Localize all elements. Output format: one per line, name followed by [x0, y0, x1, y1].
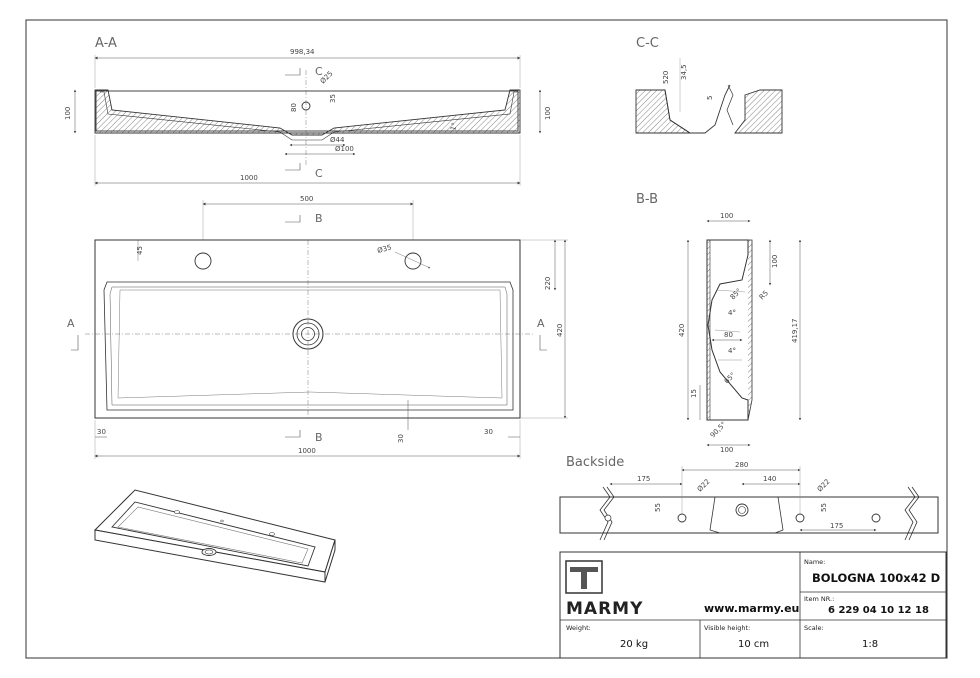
dim-back-55-left: 55	[654, 503, 662, 512]
backside-hole-right-icon	[795, 513, 805, 523]
title-block: MARMY www.marmy.eu Name: BOLOGNA 100x42 …	[559, 551, 947, 659]
dim-back-175-right: 175	[830, 522, 843, 530]
backside-hole-far-icon	[871, 513, 881, 523]
dim-plan-rim-left: 30	[97, 428, 106, 436]
weight-label: Weight:	[566, 624, 591, 632]
cut-a-left-label: A	[67, 317, 75, 330]
dim-bb-top-width: 100	[720, 212, 733, 220]
section-bb-view: B-B 100 100 419,17 420 15 80 R5 85° 4° 4…	[636, 192, 802, 454]
dim-bb-a4-bot: 4°	[728, 347, 736, 355]
name-label: Name:	[804, 558, 825, 566]
bb-profile	[706, 239, 749, 421]
section-cc-label: C-C	[636, 36, 659, 51]
item-number-label: Item NR.:	[804, 595, 834, 603]
dim-bb-a65: 65°	[723, 371, 737, 385]
plan-view: 500 B 45 Ø35 A A B 220 420	[67, 195, 568, 459]
tap-hole-right-icon	[404, 252, 422, 270]
isometric-view	[93, 489, 336, 583]
backside-outline	[559, 496, 939, 534]
marmy-logo-icon: MARMY	[565, 560, 643, 619]
dim-back-55-right: 55	[820, 503, 828, 512]
cut-b-bottom-label: B	[315, 431, 323, 444]
dim-cc-v520: 520	[662, 71, 670, 84]
dim-plan-width-420: 420	[556, 324, 564, 337]
section-aa-label: A-A	[95, 36, 117, 51]
visible-height-label: Visible height:	[704, 624, 750, 632]
dim-bb-left-420: 420	[678, 324, 686, 337]
dim-bb-a85: 85°	[729, 287, 743, 301]
scale-value: 1:8	[862, 639, 878, 650]
dim-bb-v80: 80	[724, 331, 733, 339]
section-cc-view: C-C 520 34,5 5	[635, 36, 783, 134]
section-aa-view: A-A 998,34 C C Ø25 35 80 1° Ø44 Ø100 100…	[64, 36, 552, 186]
dim-plan-hole-offset: 45	[136, 246, 144, 255]
dim-aa-overall-bottom: 1000	[240, 174, 258, 182]
item-number-value: 6 229 04 10 12 18	[828, 605, 929, 616]
dim-aa-v80: 80	[290, 103, 298, 112]
website-text: www.marmy.eu	[704, 602, 799, 615]
dim-cc-v345: 34,5	[680, 64, 688, 80]
dim-plan-hole-dia: Ø35	[376, 243, 392, 254]
dim-back-175-left: 175	[637, 475, 650, 483]
dim-aa-d100: Ø100	[335, 145, 354, 153]
tap-hole-left-icon	[194, 252, 212, 270]
sheet-frame	[25, 19, 948, 659]
dim-plan-rim-right: 30	[484, 428, 493, 436]
cut-c-bottom-label: C	[315, 167, 323, 180]
dim-plan-holes-spacing: 500	[300, 195, 313, 203]
dim-aa-overall-top: 998,34	[290, 48, 315, 56]
dim-bb-bottom-width: 100	[720, 446, 733, 454]
cc-left-section	[635, 89, 692, 134]
dim-aa-height-left: 100	[64, 107, 72, 120]
dim-bb-r5: R5	[758, 289, 770, 301]
dim-bb-v15: 15	[690, 389, 698, 398]
dim-aa-height-right: 100	[544, 107, 552, 120]
scale-label: Scale:	[804, 624, 824, 632]
dim-bb-a4-top: 4°	[728, 309, 736, 317]
section-bb-label: B-B	[636, 192, 658, 207]
dim-cc-v5: 5	[706, 96, 714, 100]
backside-label: Backside	[566, 455, 624, 470]
dim-plan-rim-front: 30	[397, 434, 405, 443]
dim-back-d22-left: Ø22	[696, 478, 712, 494]
dim-back-140: 140	[763, 475, 776, 483]
basin-bowl	[103, 281, 514, 411]
backside-view: Backside 175 280 140 175 Ø22 Ø22 55 55	[559, 455, 939, 541]
brand-name: MARMY	[566, 599, 643, 619]
visible-height-value: 10 cm	[738, 639, 769, 650]
backside-hole-left-icon	[677, 513, 687, 523]
dim-aa-d44: Ø44	[330, 136, 345, 144]
dim-bb-total: 419,17	[791, 319, 799, 344]
dim-aa-v35: 35	[329, 94, 337, 103]
cut-b-top-label: B	[315, 212, 323, 225]
cc-right-section	[734, 89, 783, 134]
dim-back-280: 280	[735, 461, 748, 469]
dim-aa-angle: 1°	[449, 122, 459, 132]
dim-bb-a905: 90,5°	[709, 420, 728, 439]
product-name: BOLOGNA 100x42 D	[812, 571, 940, 585]
dim-plan-overall: 1000	[298, 447, 316, 455]
dim-back-d22-right: Ø22	[816, 478, 832, 494]
weight-value: 20 kg	[620, 639, 648, 650]
cut-a-right-label: A	[537, 317, 545, 330]
iso-bowl	[111, 501, 316, 567]
dim-bb-height-100: 100	[771, 255, 779, 268]
dim-plan-width-220: 220	[544, 277, 552, 290]
cut-c-top-label: C	[315, 65, 323, 78]
